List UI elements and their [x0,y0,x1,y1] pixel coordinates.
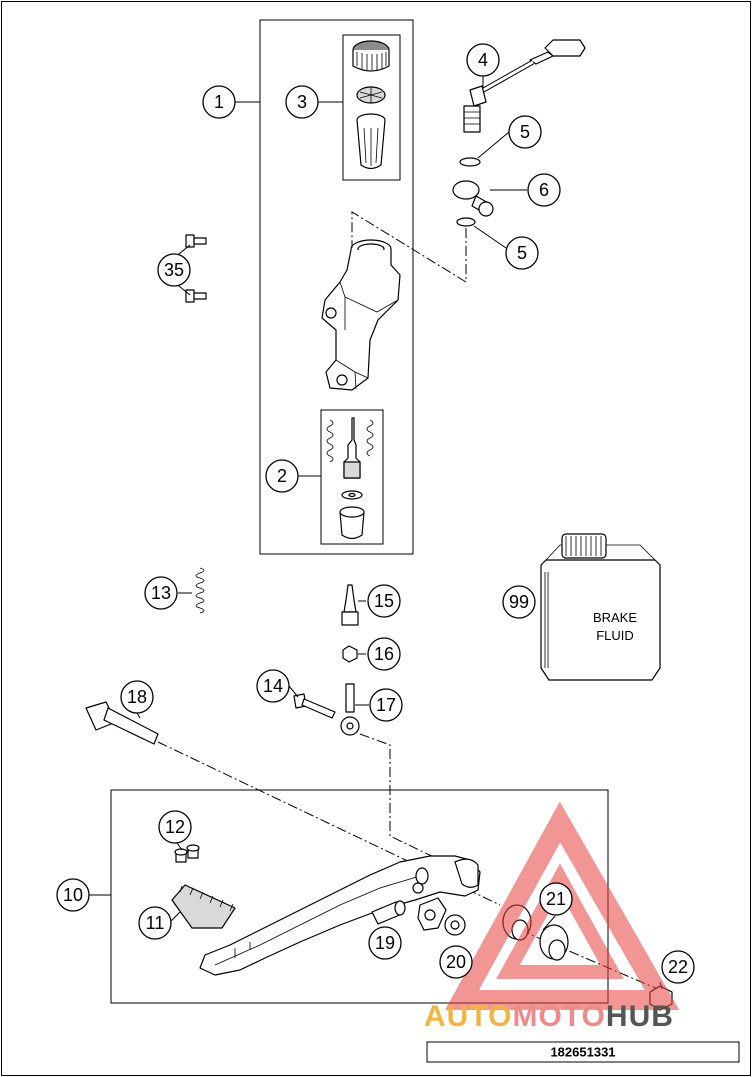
callout-35: 35 [157,253,191,287]
callout-6-label: 6 [539,180,549,200]
brake-fluid-bottle: BRAKE FLUID [540,533,661,681]
pedal-bushing [371,900,406,925]
brake-line-with-switch [463,39,586,133]
callout-13: 13 [144,576,178,610]
callout-21: 21 [539,882,573,916]
callout-10: 10 [56,878,90,912]
clevis-bolt [293,693,336,719]
callout-14: 14 [256,669,290,703]
callout-12: 12 [158,810,192,844]
watermark-triangle-inner [496,863,624,979]
callout-18: 18 [120,680,154,714]
screw-lower [185,289,207,303]
assembly-box-repair-kit [320,409,384,545]
reference-number: 182651331 [550,1045,615,1060]
watermark-triangle-outer [445,801,680,1010]
assembly-dashline-upper [351,211,467,283]
watermark-logo [445,801,680,1010]
watermark-part-moto: MOTO [512,1000,605,1033]
callout-3: 3 [285,85,319,119]
callout-11-label: 11 [146,913,165,933]
callout-17: 17 [369,688,403,722]
repair-kit-parts [326,417,374,540]
callout-19: 19 [368,926,402,960]
callout-16-label: 16 [374,644,394,664]
watermark-text: AUTOMOTOHUB [424,1000,674,1033]
callout-13-label: 13 [151,583,171,603]
pedal-step-plate [171,884,236,929]
callout-15-label: 15 [374,591,394,611]
watermark-part-hub: HUB [606,1000,674,1033]
reservoir-cap [352,40,390,72]
watermark-part-auto: AUTO [424,1000,512,1033]
assembly-dashline-rod [359,733,441,861]
push-rod-pin [341,584,359,626]
callout-2-label: 2 [277,466,287,486]
callout-2: 2 [265,459,299,493]
callout-5-lower: 5 [505,236,539,270]
callout-16: 16 [367,637,401,671]
callout-1-label: 1 [214,92,224,112]
callout-22: 22 [661,950,695,984]
return-spring [195,567,205,614]
callout-99: 99 [502,585,536,619]
callout-1: 1 [202,85,236,119]
callout-6: 6 [527,173,561,207]
callout-18-label: 18 [127,687,147,707]
callout-4-label: 4 [478,50,488,70]
assembly-box-reservoir [342,34,401,181]
callout-21-label: 21 [546,889,566,909]
callout-99-label: 99 [509,592,529,612]
callout-5-upper: 5 [508,115,542,149]
callout-3-label: 3 [297,92,307,112]
hex-nut [342,645,358,663]
screw-upper [185,234,207,248]
callout-20: 20 [439,945,473,979]
callout-19-label: 19 [375,933,395,953]
callout-17-label: 17 [376,695,396,715]
assembly-box-master-cylinder [259,19,414,555]
callout-5-lower-label: 5 [517,243,527,263]
callout-11: 11 [138,906,172,940]
callout-14-label: 14 [263,676,283,696]
brake-pedal-lever [199,855,481,976]
callout-10-label: 10 [63,885,83,905]
callout-5-upper-label: 5 [520,122,530,142]
bottle-label-line1: BRAKE [593,610,637,625]
sealing-washer-lower [456,217,476,227]
reservoir-body [356,113,386,170]
callout-20-label: 20 [446,952,466,972]
reservoir-diaphragm [356,86,386,104]
callout-22-label: 22 [668,957,688,977]
callout-15: 15 [367,584,401,618]
callout-35-label: 35 [164,260,184,280]
callout-4: 4 [466,43,500,77]
collar-nut [444,914,466,936]
clevis-rod [340,683,360,736]
sealing-washer-upper [459,157,481,167]
master-cylinder-body [321,239,401,391]
banjo-fitting [452,180,494,217]
pedal-pivot-bolt [85,701,159,745]
callout-12-label: 12 [165,817,185,837]
step-screws [174,844,200,863]
reference-number-box [426,1041,740,1063]
bottle-label-line2: FLUID [596,628,634,643]
